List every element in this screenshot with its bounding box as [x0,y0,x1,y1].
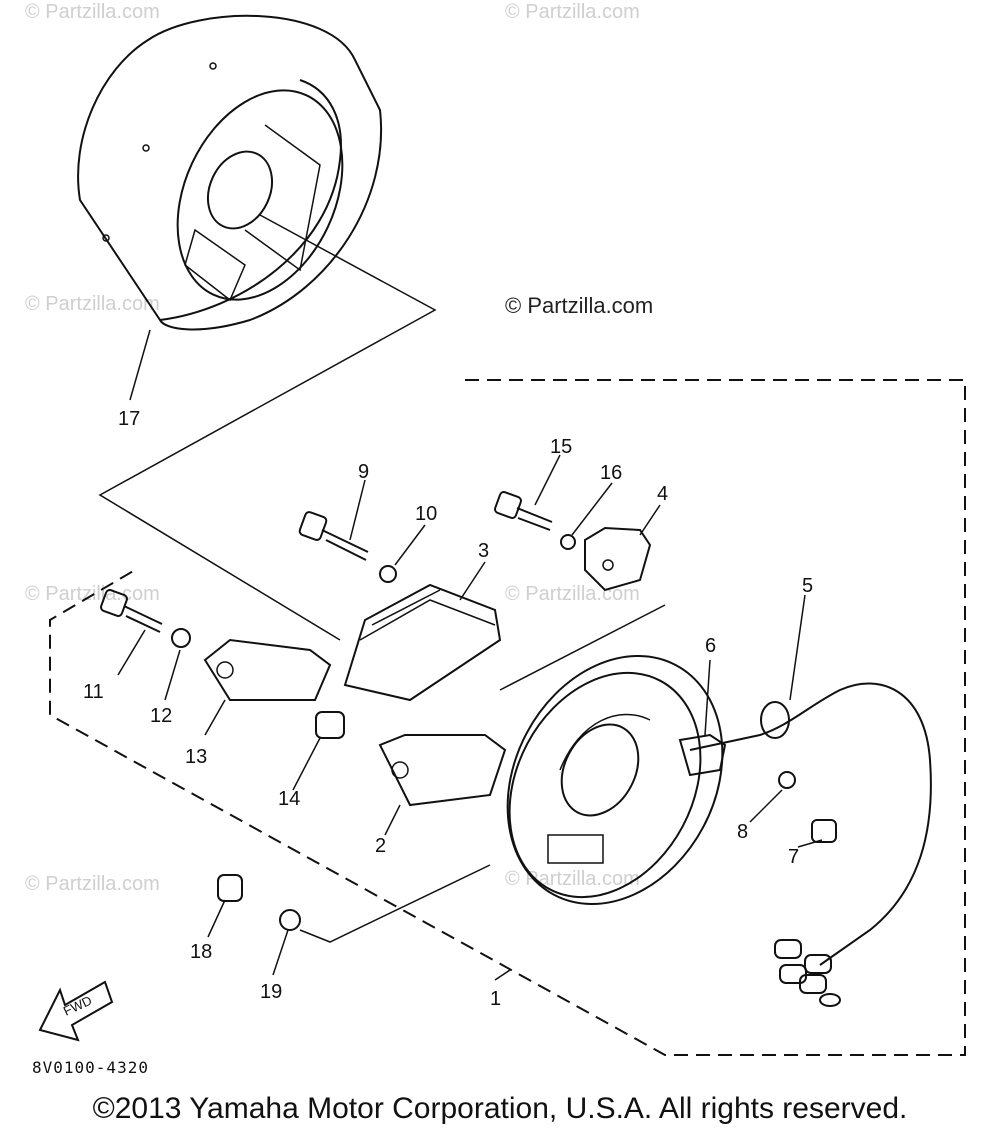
washer-12 [171,628,191,648]
watermark: © Partzilla.com [505,868,640,890]
spacer-14 [315,711,345,739]
washer-19 [279,909,301,931]
callout-12: 12 [150,705,172,727]
leader-17 [129,329,151,401]
lead-wire-5 [689,682,932,966]
leader-lines [117,454,823,981]
screw-11 [100,589,163,633]
fwd-arrow-icon: FWD [38,980,114,1042]
callout-13: 13 [185,746,207,768]
clamp-6 [678,733,727,777]
watermark: © Partzilla.com [25,873,160,895]
callout-15: 15 [550,436,572,458]
callout-18: 18 [190,941,212,963]
coil-2 [378,734,507,807]
callout-4: 4 [657,483,668,505]
washer-16 [560,534,576,550]
callout-3: 3 [478,540,489,562]
callout-9: 9 [358,461,369,483]
washer-10 [379,565,397,583]
callout-7: 7 [788,846,799,868]
watermark: © Partzilla.com [505,1,640,23]
callout-14: 14 [278,788,300,810]
diagram-code: 8V0100-4320 [32,1058,149,1077]
flywheel-rotor [77,14,383,331]
stator-assembly-boundary [49,379,966,1056]
callout-5: 5 [802,575,813,597]
callout-10: 10 [415,503,437,525]
copyright-footer: ©2013 Yamaha Motor Corporation, U.S.A. A… [92,1092,908,1125]
screw-9 [298,511,369,561]
callout-17: 17 [118,408,140,430]
stator-base-plate [506,654,724,906]
connector-plugs [774,939,841,1007]
grommet [760,701,790,739]
watermark-layer: © Partzilla.com © Partzilla.com © Partzi… [25,1,640,895]
coil-3 [343,583,502,702]
callout-19: 19 [260,981,282,1003]
screw-18 [217,874,243,902]
watermark: © Partzilla.com [505,583,640,605]
watermark: © Partzilla.com [25,293,160,315]
callout-2: 2 [375,835,386,857]
watermark-main: © Partzilla.com [505,293,653,318]
washer-8 [778,771,796,789]
coil-13 [203,638,332,701]
callout-16: 16 [600,462,622,484]
callout-6: 6 [705,635,716,657]
screw-7 [811,819,837,843]
callout-1: 1 [490,988,501,1010]
coil-4 [584,526,652,592]
watermark: © Partzilla.com [25,1,160,23]
callout-8: 8 [737,821,748,843]
callout-11: 11 [83,681,104,703]
assembly-line [98,214,437,641]
screw-15 [494,491,553,531]
callout-numbers: 1 2 3 4 5 6 7 8 9 10 11 12 13 14 15 16 1… [83,408,813,1010]
